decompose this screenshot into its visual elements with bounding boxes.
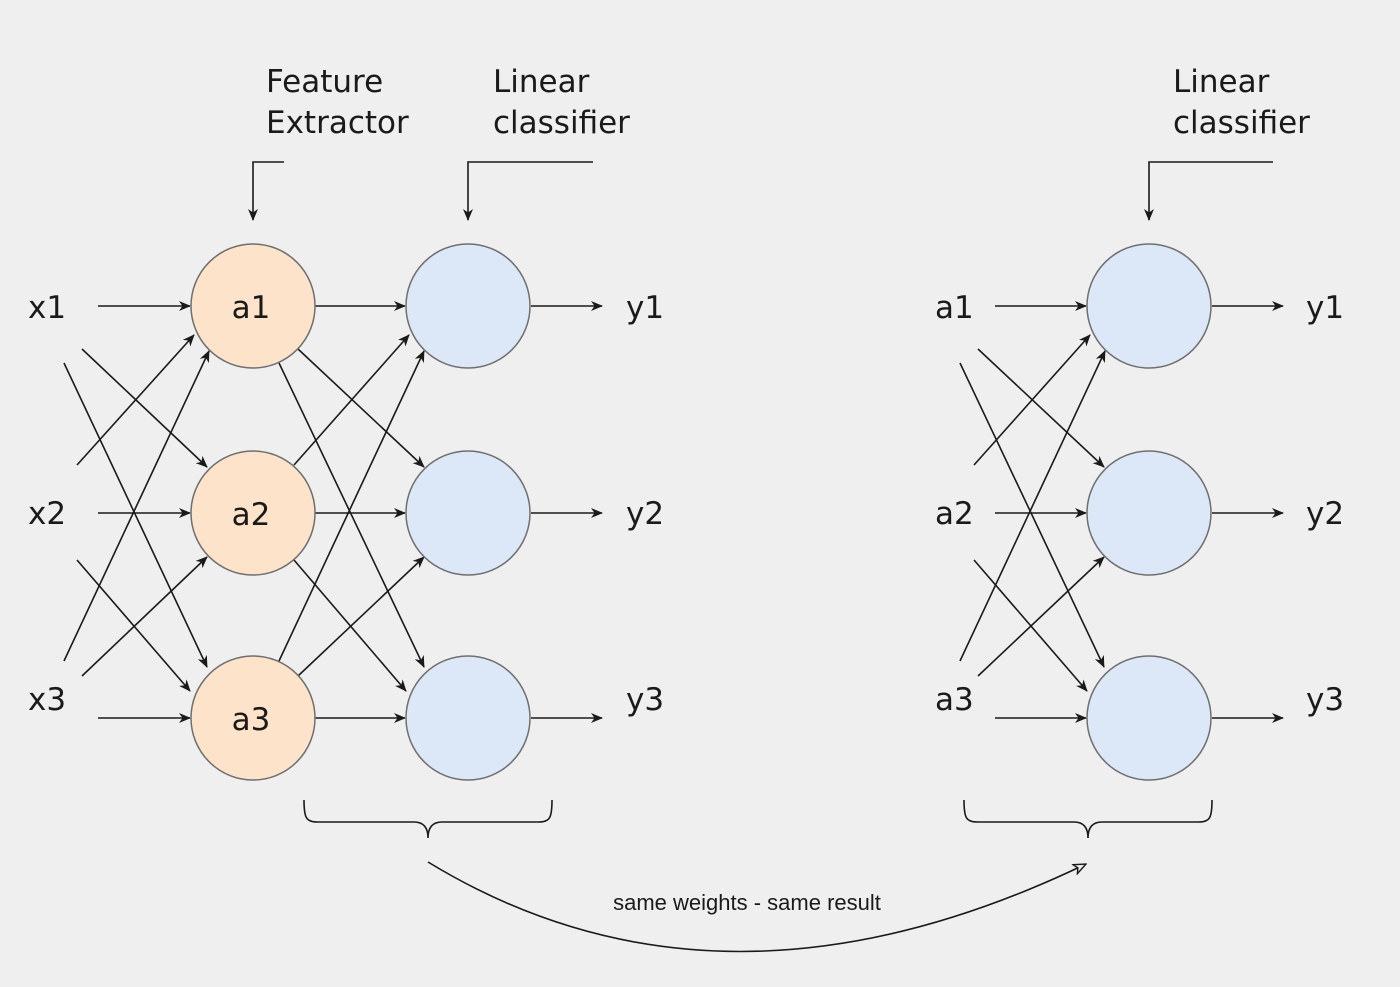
feature-node-a3 (190, 655, 316, 781)
right-edge-a2-c1 (973, 334, 1091, 466)
output-label-y1: y1 (626, 290, 664, 326)
right-edge-a3-c2 (977, 556, 1105, 677)
output-label-y3: y3 (626, 682, 664, 718)
connector-caption: same weights - same result (613, 890, 881, 915)
edge-x2-a1 (76, 334, 195, 466)
edge-a2-c3 (293, 559, 407, 692)
input-label-x2: x2 (28, 496, 66, 532)
edge-a2-c1 (293, 334, 410, 466)
classifier-node-3 (405, 655, 531, 781)
right-classifier-brace (963, 799, 1213, 839)
right-edge-a3-c1 (959, 350, 1106, 662)
feature-extractor-pointer-arrow (248, 161, 284, 221)
right-classifier-node-2 (1086, 450, 1212, 576)
linear-classifier-label-line2: classifier (493, 105, 630, 141)
edge-x1-a3 (63, 362, 208, 668)
edge-x3-a1 (63, 350, 210, 662)
edge-x3-a2 (81, 556, 208, 677)
edge-a3-c1 (278, 350, 425, 662)
right-input-label-a2: a2 (935, 496, 974, 532)
right-linear-classifier-label-line2: classifier (1173, 105, 1310, 141)
right-input-edges (959, 301, 1106, 723)
linear-classifier-label-line1: Linear (493, 64, 590, 100)
edge-x2-a3 (76, 559, 191, 692)
linear-classifier-pointer-arrow (463, 161, 593, 221)
right-input-label-a1: a1 (935, 290, 974, 326)
edge-a1-c3 (278, 362, 425, 668)
right-network: Linear classifier a1 a2 a3 y1 y2 (935, 64, 1344, 839)
input-edges (63, 301, 210, 723)
output-label-y2: y2 (626, 496, 664, 532)
right-output-label-y2: y2 (1306, 496, 1344, 532)
feature-node-label-a2: a2 (232, 497, 271, 533)
input-label-x1: x1 (28, 290, 66, 326)
feature-node-label-a3: a3 (232, 702, 271, 738)
feature-extractor-label-line2: Extractor (266, 105, 409, 141)
right-linear-classifier-label-line1: Linear (1173, 64, 1270, 100)
feature-node-a2 (190, 450, 316, 576)
feature-node-a1 (190, 243, 316, 369)
right-output-label-y1: y1 (1306, 290, 1344, 326)
right-edge-a1-c2 (977, 348, 1105, 468)
right-edge-a1-c3 (959, 362, 1105, 668)
right-linear-classifier-pointer-arrow (1144, 161, 1273, 221)
feature-extractor-label-line1: Feature (266, 64, 383, 100)
edge-a1-c2 (297, 348, 425, 468)
left-classifier-brace (303, 799, 553, 839)
hidden-edges (278, 301, 425, 723)
right-output-label-y3: y3 (1306, 682, 1344, 718)
edge-a3-c2 (297, 556, 425, 677)
classifier-node-2 (405, 450, 531, 576)
right-classifier-node-3 (1086, 655, 1212, 781)
right-input-label-a3: a3 (935, 682, 974, 718)
feature-node-label-a1: a1 (232, 290, 271, 326)
left-network: Feature Extractor Linear classifier x1 x… (28, 64, 664, 839)
right-classifier-node-1 (1086, 243, 1212, 369)
same-weights-connector-arrow (427, 861, 1086, 953)
edge-x1-a2 (81, 348, 208, 468)
classifier-node-1 (405, 243, 531, 369)
input-label-x3: x3 (28, 682, 66, 718)
